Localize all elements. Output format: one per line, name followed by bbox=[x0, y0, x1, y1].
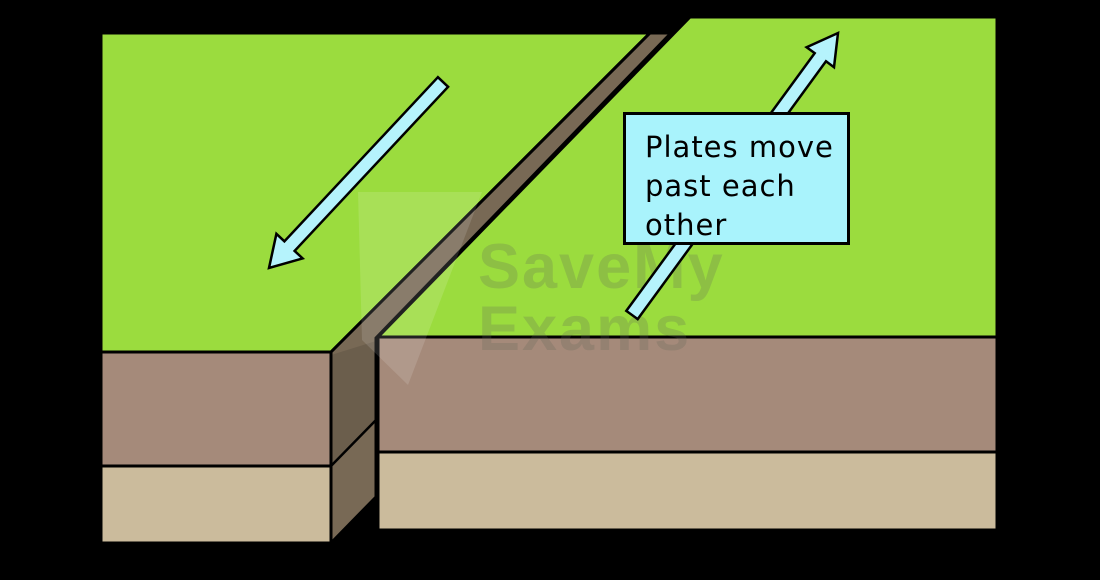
right-plate-lower-rock-layer bbox=[376, 450, 999, 532]
left-plate-motion-arrow bbox=[267, 75, 450, 270]
callout-line: past each bbox=[645, 169, 796, 203]
watermark-logo-shape bbox=[358, 192, 482, 385]
callout-line: Plates move bbox=[645, 130, 834, 164]
callout-line: other bbox=[645, 208, 728, 242]
plates-move-callout: Plates move past each other bbox=[623, 112, 850, 245]
left-plate-upper-rock-layer bbox=[99, 350, 333, 468]
fault-plane-middle-layer-shade bbox=[331, 341, 376, 466]
left-plate-lower-rock-layer bbox=[99, 464, 333, 545]
watermark-line-2: Exams bbox=[478, 294, 691, 364]
fault-plane-layer-boundary-line bbox=[330, 419, 377, 467]
left-plate bbox=[99, 31, 654, 545]
